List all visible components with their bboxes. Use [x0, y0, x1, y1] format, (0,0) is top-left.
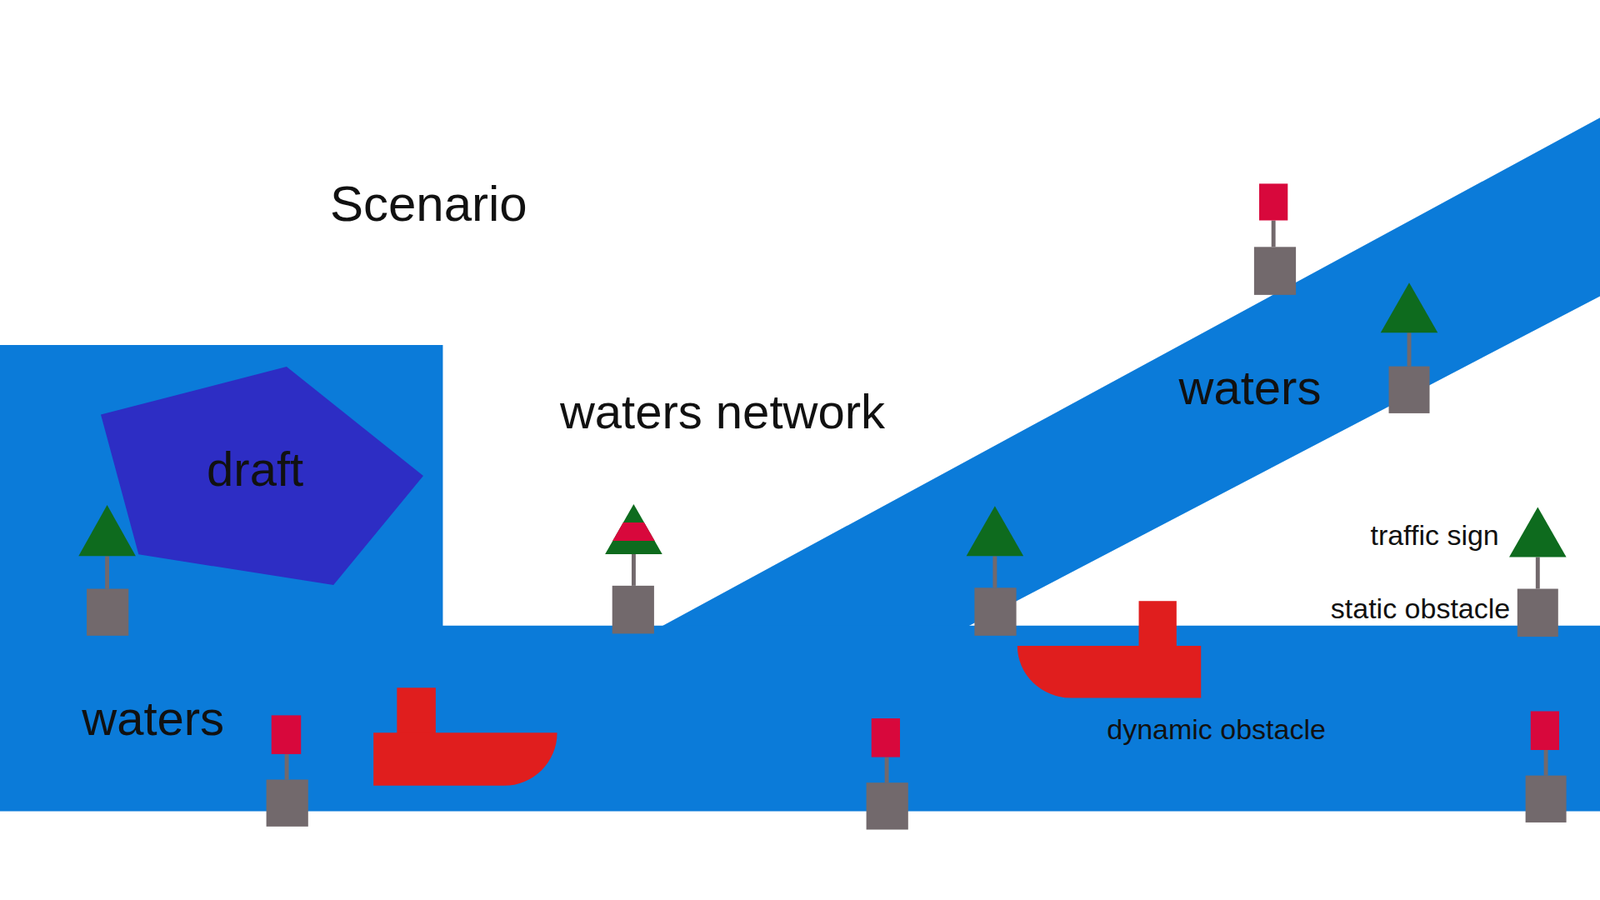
static-obstacle-sign-part [1509, 507, 1567, 558]
static-obstacle-sign-part [1517, 589, 1559, 638]
draft-area-outline [100, 366, 424, 585]
static-obstacle-sign-part [1271, 220, 1276, 247]
waters-region: waters [653, 117, 1600, 631]
ship-dynamic-obstacle-part [1017, 645, 1201, 698]
static-obstacle-sign [1380, 282, 1439, 414]
static-obstacle-sign-part [285, 754, 290, 780]
static-obstacle-sign-part [78, 505, 136, 556]
static-obstacle-sign-part [105, 555, 110, 589]
static-obstacle-sign-part [1254, 246, 1296, 295]
annotation-label: waters network [560, 384, 885, 440]
ship-dynamic-obstacle-part [396, 687, 436, 734]
waters-region-shape [653, 117, 1600, 631]
annotation-label: traffic sign [1370, 519, 1499, 552]
static-obstacle-sign-part [612, 522, 655, 541]
static-obstacle-sign [605, 504, 663, 635]
region-label: waters [81, 690, 225, 747]
static-obstacle-sign-part [266, 780, 309, 827]
static-obstacle-sign-part [86, 589, 129, 636]
static-obstacle-sign-part [605, 504, 663, 555]
static-obstacle-sign-part [1407, 332, 1412, 366]
static-obstacle-sign-part [631, 554, 636, 586]
static-obstacle-sign-part [612, 585, 655, 635]
static-obstacle-sign-part [1259, 183, 1288, 220]
waters-region-outline [653, 117, 1600, 631]
static-obstacle-sign [1254, 183, 1296, 295]
static-obstacle-sign [266, 715, 309, 826]
static-obstacle-sign [1525, 710, 1567, 822]
static-obstacle-sign [966, 505, 1025, 636]
static-obstacle-sign-part [974, 587, 1016, 636]
region-label: waters [1179, 360, 1322, 416]
annotation-label: static obstacle [1330, 592, 1510, 625]
static-obstacle-sign-part [885, 757, 890, 784]
static-obstacle-sign-part [1389, 366, 1430, 414]
static-obstacle-sign-part [966, 505, 1025, 556]
waters-region-outline [0, 345, 1600, 812]
draft-area: draft [100, 366, 424, 585]
static-obstacle-sign-part [1380, 282, 1439, 333]
ship-dynamic-obstacle [1017, 600, 1201, 698]
diagram-title: Scenario [330, 175, 528, 233]
static-obstacle-sign-part [1544, 750, 1549, 776]
annotation-label: dynamic obstacle [1106, 713, 1326, 746]
ship-dynamic-obstacle [373, 687, 557, 786]
static-obstacle-sign-part [992, 555, 997, 588]
static-obstacle-sign-part [271, 715, 302, 755]
region-label: draft [206, 441, 304, 498]
static-obstacle-sign-part [866, 782, 909, 830]
static-obstacle-sign [1509, 507, 1567, 638]
ship-dynamic-obstacle-part [1139, 600, 1177, 647]
ship-dynamic-obstacle-part [373, 732, 557, 786]
static-obstacle-sign-part [871, 718, 900, 758]
static-obstacle-sign [78, 505, 136, 636]
static-obstacle-sign-part [1530, 710, 1560, 750]
static-obstacle-sign [866, 718, 909, 830]
static-obstacle-sign-part [1535, 557, 1540, 590]
static-obstacle-sign-part [1525, 775, 1567, 823]
